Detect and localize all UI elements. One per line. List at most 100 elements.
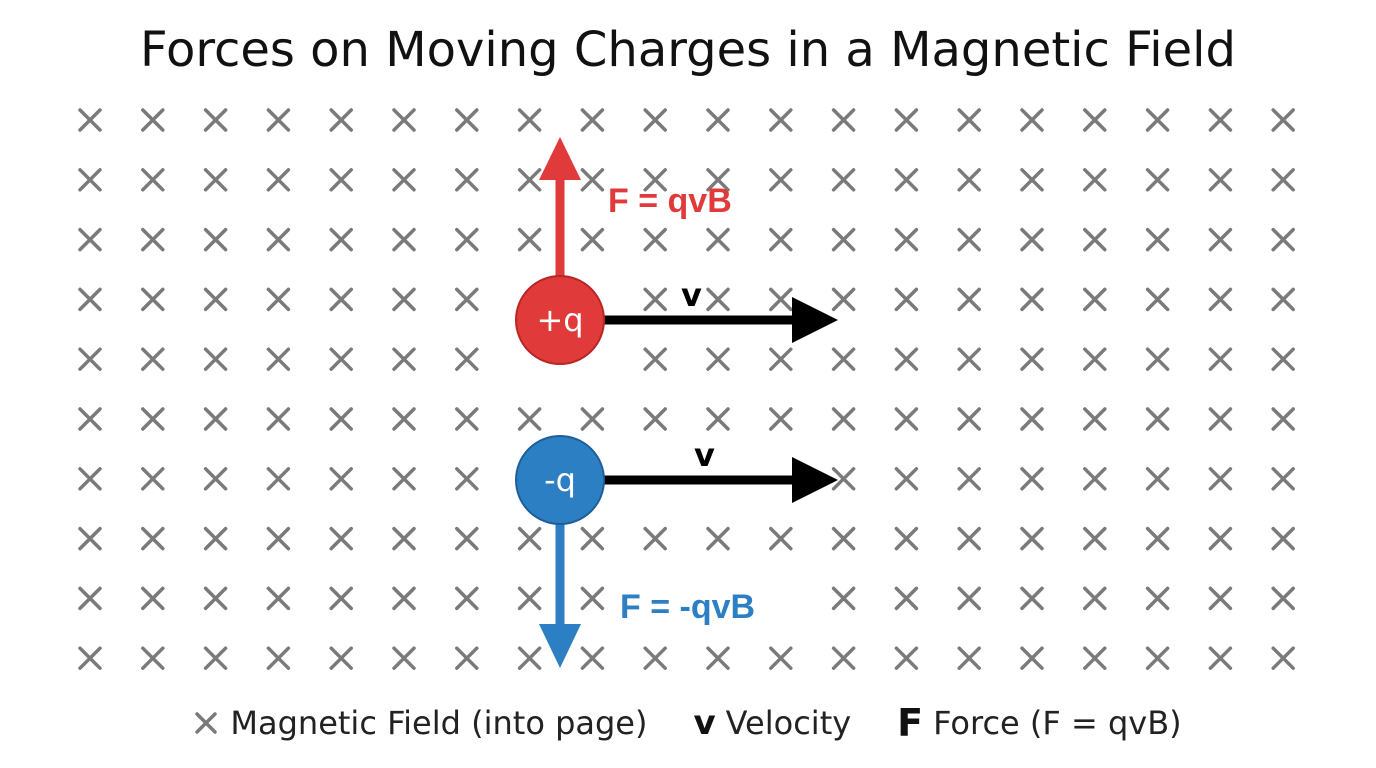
field-cross-icon <box>580 168 605 192</box>
field-cross-icon <box>894 646 919 670</box>
field-cross-icon <box>78 407 102 431</box>
magnetic-field-diagram: F = qvB v +q F = -qvB v -q <box>78 108 1295 670</box>
field-cross-icon <box>894 168 919 192</box>
field-cross-icon <box>1145 287 1170 312</box>
field-cross-icon <box>831 467 856 491</box>
page-title: Forces on Moving Charges in a Magnetic F… <box>140 22 1236 78</box>
field-cross-icon <box>1271 407 1295 431</box>
field-cross-icon <box>580 586 605 611</box>
field-cross-icon <box>203 168 228 192</box>
field-cross-icon <box>203 108 228 132</box>
field-cross-icon <box>894 227 919 252</box>
field-cross-icon <box>1208 108 1233 132</box>
field-cross-icon <box>203 646 228 670</box>
legend-velocity-symbol: v <box>693 703 716 743</box>
field-cross-icon <box>831 407 856 431</box>
legend-field: Magnetic Field (into page) <box>194 704 647 742</box>
field-cross-icon <box>266 227 291 252</box>
field-cross-icon <box>517 586 542 611</box>
field-cross-icon <box>1271 287 1295 312</box>
field-cross-icon <box>203 586 228 611</box>
field-cross-icon <box>78 287 102 312</box>
field-cross-icon <box>266 526 291 551</box>
field-cross-icon <box>1208 467 1233 491</box>
field-cross-icon <box>1083 407 1107 431</box>
field-cross-icon <box>392 168 416 192</box>
field-cross-icon <box>894 407 919 431</box>
field-cross-icon <box>203 407 228 431</box>
field-cross-icon <box>1083 227 1107 252</box>
negative-force-arrow <box>539 522 581 668</box>
field-cross-icon <box>517 646 542 670</box>
field-cross-icon <box>141 467 165 491</box>
field-cross-icon <box>329 467 353 491</box>
field-cross-icon <box>957 168 981 192</box>
field-cross-icon <box>957 646 981 670</box>
field-cross-icon <box>1020 467 1044 491</box>
field-cross-icon <box>1145 407 1170 431</box>
field-cross-icon <box>769 287 793 312</box>
legend: Magnetic Field (into page) v Velocity F … <box>0 700 1376 746</box>
field-cross-icon <box>894 287 919 312</box>
field-cross-icon <box>580 646 605 670</box>
field-cross-icon <box>831 287 856 312</box>
field-cross-icon <box>1083 287 1107 312</box>
field-cross-icon <box>1145 227 1170 252</box>
legend-force-symbol: F <box>897 701 924 745</box>
field-cross-icon <box>266 287 291 312</box>
field-cross-icon <box>1020 168 1044 192</box>
field-cross-icon <box>1020 347 1044 371</box>
field-cross-icon <box>517 168 542 192</box>
field-cross-icon <box>1020 108 1044 132</box>
negative-force-label: F = -qvB <box>620 588 755 626</box>
field-cross-icon <box>643 646 667 670</box>
field-cross-icon <box>329 646 353 670</box>
field-cross-icon <box>1271 108 1295 132</box>
field-cross-icon <box>266 467 291 491</box>
field-cross-icon <box>1208 526 1233 551</box>
field-cross-icon <box>1083 467 1107 491</box>
legend-velocity-label: Velocity <box>725 704 852 742</box>
field-cross-icon <box>329 347 353 371</box>
field-cross-icon <box>141 407 165 431</box>
field-cross-icon <box>203 347 228 371</box>
field-cross-icon <box>643 347 667 371</box>
field-cross-icon <box>643 108 667 132</box>
field-cross-icon <box>78 168 102 192</box>
field-cross-icon <box>141 586 165 611</box>
field-cross-icon <box>455 227 479 252</box>
field-cross-icon <box>266 347 291 371</box>
field-cross-icon <box>1020 526 1044 551</box>
field-cross-icon <box>141 108 165 132</box>
field-cross-icon <box>706 227 730 252</box>
field-cross-icon <box>455 347 479 371</box>
field-cross-icon <box>706 526 730 551</box>
field-cross-icon <box>706 347 730 371</box>
field-cross-icon <box>957 407 981 431</box>
field-cross-icon <box>392 227 416 252</box>
field-cross-icon <box>392 586 416 611</box>
field-cross-icon <box>203 287 228 312</box>
field-cross-icon <box>580 407 605 431</box>
field-cross-icon <box>769 108 793 132</box>
field-cross-icon <box>1271 227 1295 252</box>
field-cross-icon <box>1083 347 1107 371</box>
field-cross-icon <box>78 467 102 491</box>
field-cross-icon <box>1145 168 1170 192</box>
field-cross-icon <box>78 586 102 611</box>
field-cross-icon <box>78 108 102 132</box>
field-cross-icon <box>831 168 856 192</box>
field-cross-icon <box>1208 287 1233 312</box>
field-cross-icon <box>141 526 165 551</box>
field-cross-icon <box>1145 347 1170 371</box>
field-cross-icon <box>643 407 667 431</box>
field-cross-icon <box>1083 586 1107 611</box>
field-cross-icon <box>266 108 291 132</box>
field-cross-icon <box>455 108 479 132</box>
field-cross-icon <box>1271 347 1295 371</box>
field-cross-icon <box>455 407 479 431</box>
field-cross-icon <box>266 168 291 192</box>
field-cross-icon <box>329 586 353 611</box>
field-cross-icon <box>580 526 605 551</box>
